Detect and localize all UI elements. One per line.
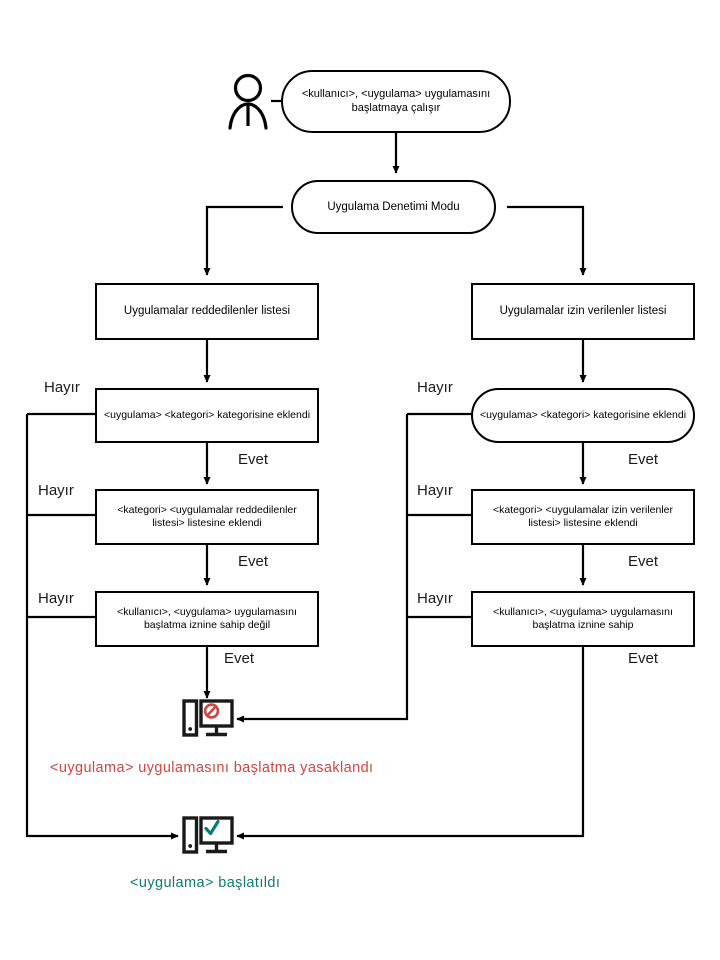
- edge-right-permission-yes-to-allowed-icon: [236, 647, 585, 840]
- edge-mode-to-allowed-list: [507, 205, 587, 276]
- edge-label-left-list-added-no: Hayır: [38, 482, 74, 499]
- edge-right-trunk-to-denied-icon: [236, 414, 409, 723]
- edge-left-trunk-to-allowed-icon: [25, 414, 179, 840]
- edge-label-left-category-no: Hayır: [44, 379, 80, 396]
- node-right-category: <uygulama> <kategori> kategorisine eklen…: [471, 388, 695, 443]
- edge-label-right-permission-no: Hayır: [417, 590, 453, 607]
- node-mode: Uygulama Denetimi Modu: [291, 180, 496, 234]
- edge-label-left-category-yes: Evet: [238, 451, 269, 468]
- computer-allowed-icon: [182, 816, 234, 854]
- edge-label-right-list-added-yes: Evet: [628, 553, 659, 570]
- edge-label-right-category-no: Hayır: [417, 379, 453, 396]
- edge-label-right-category-yes: Evet: [628, 451, 659, 468]
- node-start: <kullanıcı>, <uygulama> uygulamasını baş…: [281, 70, 511, 133]
- node-left-category: <uygulama> <kategori> kategorisine eklen…: [95, 388, 319, 443]
- computer-blocked-icon: [182, 699, 234, 737]
- node-denied-list: Uygulamalar reddedilenler listesi: [95, 283, 319, 340]
- edge-label-left-permission-no: Hayır: [38, 590, 74, 607]
- user-icon: [228, 73, 268, 130]
- node-right-permission: <kullanıcı>, <uygulama> uygulamasını baş…: [471, 591, 695, 647]
- edge-label-right-permission-yes: Evet: [628, 650, 659, 667]
- node-right-list-added: <kategori> <uygulamalar izin verilenler …: [471, 489, 695, 545]
- node-left-list-added: <kategori> <uygulamalar reddedilenler li…: [95, 489, 319, 545]
- edge-label-right-list-added-no: Hayır: [417, 482, 453, 499]
- node-left-permission: <kullanıcı>, <uygulama> uygulamasını baş…: [95, 591, 319, 647]
- edge-mode-to-denied-list: [203, 205, 283, 276]
- edge-label-left-list-added-yes: Evet: [238, 553, 269, 570]
- allowed-outcome-caption: <uygulama> başlatıldı: [130, 875, 281, 891]
- node-allowed-list: Uygulamalar izin verilenler listesi: [471, 283, 695, 340]
- denied-outcome-caption: <uygulama> uygulamasını başlatma yasakla…: [50, 760, 374, 776]
- edge-label-left-permission-yes: Evet: [224, 650, 255, 667]
